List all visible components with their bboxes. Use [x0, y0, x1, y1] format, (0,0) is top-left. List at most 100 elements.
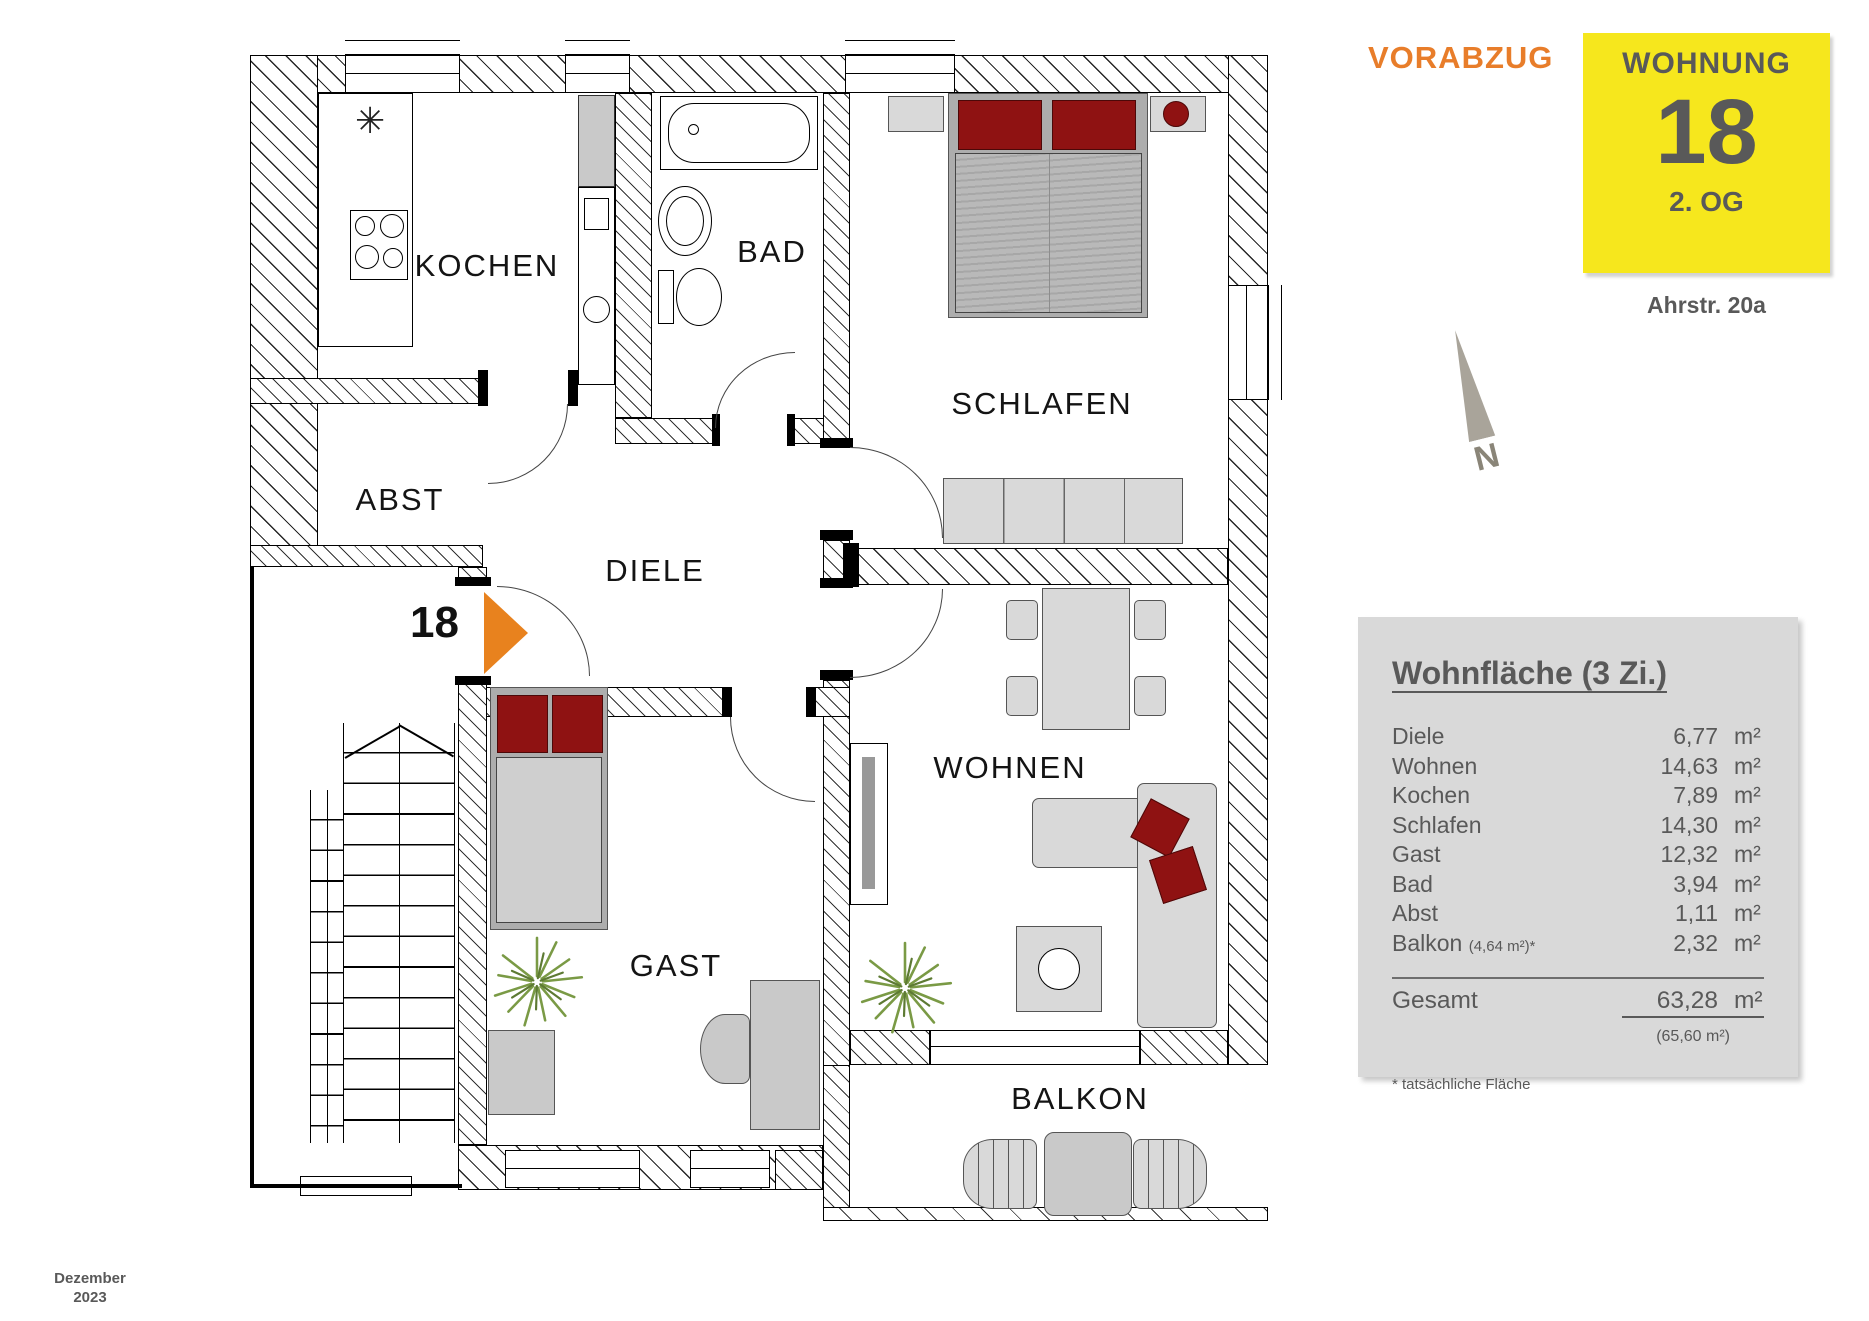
boundary-left-thin [250, 567, 254, 1187]
dining-table [1042, 588, 1130, 730]
room-label-wohnen: WOHNEN [933, 750, 1087, 785]
bed-pillow [1052, 100, 1136, 150]
plant-icon [860, 941, 953, 1034]
duct-column [578, 95, 615, 187]
toilet-bowl [676, 268, 722, 326]
north-compass: N [1411, 319, 1534, 484]
door-post [820, 578, 853, 588]
window-sill-schlafen-east [1268, 285, 1282, 400]
dining-chair [1006, 676, 1038, 716]
wall-kochen-bad [615, 93, 652, 418]
table-divider [1392, 977, 1764, 979]
stove-burner [380, 214, 404, 238]
bed-pillow [497, 695, 548, 753]
wall-bad-bottom-left [615, 418, 715, 444]
stove-burner [355, 245, 379, 269]
wall-stair-gast [458, 677, 487, 1145]
window-balkon-door [930, 1030, 1140, 1065]
dining-chair [1006, 600, 1038, 640]
area-row: Kochen 7,89 m² [1392, 782, 1761, 808]
north-arrow-icon [1435, 325, 1503, 444]
wall-diele-gast-cap [815, 687, 850, 717]
kitchen-oven [584, 198, 609, 230]
window-kochen [345, 55, 460, 93]
balcony-table [1044, 1132, 1132, 1216]
entrance-post-top [455, 577, 491, 586]
wall-gast-balkon-connector [775, 1150, 823, 1190]
door-post [568, 370, 578, 406]
north-letter: N [1470, 435, 1504, 479]
room-label-gast: GAST [629, 948, 723, 983]
total-row: Gesamt 63,28 m² [1392, 987, 1764, 1018]
window-gast-1 [505, 1150, 640, 1188]
window-sill-kochen [345, 40, 460, 55]
desk [750, 980, 820, 1130]
wall-junction-cap [843, 543, 859, 587]
dining-chair [1134, 600, 1166, 640]
bed-mattress [955, 153, 1142, 313]
door-arc-schlafen [850, 447, 943, 538]
stove-burner [355, 216, 375, 236]
wall-right [1228, 55, 1268, 1065]
apartment-badge-number: 18 [1655, 81, 1758, 183]
balcony-chair [1133, 1139, 1207, 1209]
door-arc-bad [715, 352, 795, 428]
area-row: Bad 3,94 m² [1392, 870, 1761, 897]
balkon-note: (4,64 m²)* [1468, 937, 1536, 955]
area-row: Abst 1,11 m² [1392, 900, 1761, 926]
area-row: Diele 6,77 m² [1392, 723, 1761, 749]
door-arc-kochen [488, 404, 568, 484]
area-table-title: Wohnfläche (3 Zi.) [1392, 655, 1667, 691]
door-post [820, 670, 853, 680]
room-label-balkon: BALKON [1011, 1081, 1149, 1116]
plan-date: Dezember 2023 [54, 1270, 126, 1306]
bathtub-drain [688, 124, 699, 135]
door-post [478, 370, 488, 406]
window-sill-schlafen [845, 40, 955, 55]
boundary-bottom-thin [250, 1184, 462, 1188]
door-post [712, 414, 720, 446]
balcony-chair [963, 1139, 1037, 1209]
coffee-table-vase [1038, 948, 1080, 990]
stove-burner [383, 248, 403, 268]
address-label: Ahrstr. 20a [1647, 292, 1766, 318]
window-bad [565, 55, 630, 93]
wardrobe-gast [488, 1030, 555, 1115]
dining-chair [1134, 676, 1166, 716]
wall-abst-bottom [250, 545, 483, 567]
room-label-abst: ABST [355, 482, 445, 517]
wall-wohnen-balkon-right [1140, 1030, 1228, 1065]
toilet-tank [658, 270, 674, 324]
wall-main-vertical-upper [823, 93, 850, 447]
kitchen-appliance [583, 296, 610, 323]
desk-chair [700, 1014, 750, 1084]
window-gast-2 [690, 1150, 770, 1188]
room-label-schlafen: SCHLAFEN [951, 386, 1133, 421]
apartment-badge-floor: 2. OG [1669, 186, 1744, 218]
door-post [787, 414, 795, 446]
stairwell [343, 723, 455, 1143]
wall-left [250, 55, 318, 567]
door-post [820, 438, 853, 448]
entrance-number: 18 [410, 598, 459, 647]
tv-board-inner [862, 757, 875, 889]
entrance-post-bottom [455, 676, 491, 685]
nightstand [888, 96, 944, 132]
vorabzug-watermark: VORABZUG [1368, 40, 1554, 75]
entrance-arrow-icon [484, 592, 528, 674]
plant-icon [493, 936, 584, 1027]
footnote: * tatsächliche Fläche [1392, 1076, 1531, 1093]
bed-mattress [496, 757, 602, 923]
area-table-panel: Wohnfläche (3 Zi.) Diele 6,77 m² Wohnen … [1358, 617, 1798, 1093]
door-arc-gast [730, 717, 815, 802]
room-label-diele: DIELE [605, 553, 705, 588]
door-post [806, 687, 816, 717]
stairwell-side [310, 790, 344, 1143]
wall-kochen-bottom [250, 378, 480, 404]
window-schlafen-east [1228, 285, 1268, 400]
room-label-bad: BAD [737, 234, 807, 269]
bed-pillow [958, 100, 1042, 150]
bathroom-sink-basin [666, 196, 704, 246]
wall-schlafen-wohnen [848, 548, 1228, 585]
